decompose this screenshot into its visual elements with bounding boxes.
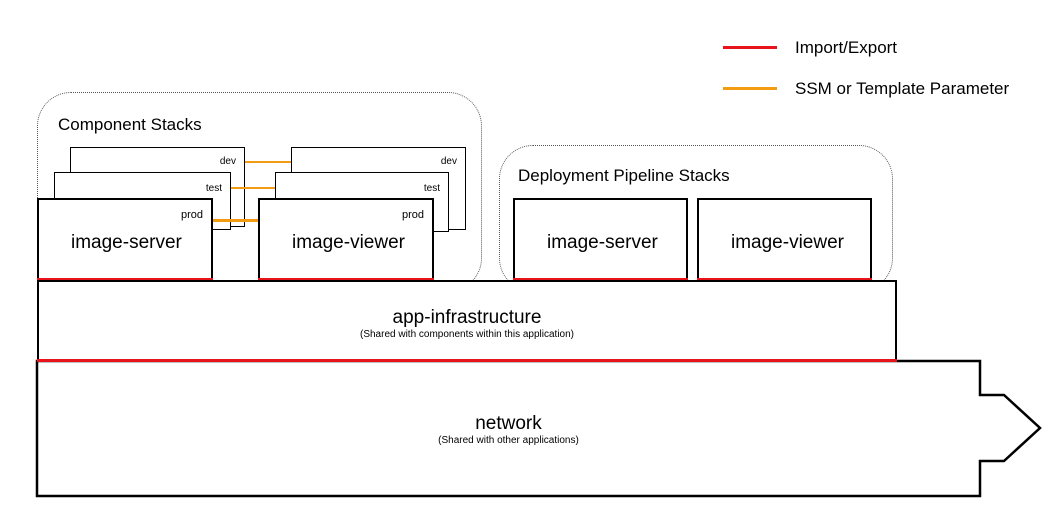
- env-label-test: test: [205, 183, 222, 194]
- network-subtitle: (Shared with other applications): [438, 435, 579, 446]
- env-label-prod: prod: [401, 209, 424, 221]
- import-export-legend-label: Import/Export: [795, 38, 898, 57]
- network-import-export-bar: [37, 359, 897, 362]
- pipeline-image-server-stack: image-server: [513, 198, 688, 281]
- network-title: network: [475, 413, 542, 434]
- ssm-parameter-legend-line: [723, 87, 777, 90]
- image-server-import-export-bar: [37, 278, 213, 281]
- env-label-test: test: [423, 183, 440, 194]
- dev-parameter-connector: [245, 161, 291, 163]
- env-label-dev: dev: [219, 156, 236, 167]
- pipeline-image-server-import-export-bar: [513, 278, 688, 281]
- image-server-label: image-server: [71, 232, 182, 253]
- app-infrastructure-title: app-infrastructure: [392, 307, 542, 328]
- component-stacks-title: Component Stacks: [58, 115, 202, 134]
- import-export-legend-line: [723, 46, 777, 49]
- image-viewer-import-export-bar: [258, 278, 434, 281]
- pipeline-stacks-title: Deployment Pipeline Stacks: [518, 166, 730, 185]
- test-parameter-connector: [231, 187, 275, 189]
- env-label-prod: prod: [180, 209, 203, 221]
- env-label-dev: dev: [440, 156, 457, 167]
- pipeline-image-server-label: image-server: [547, 232, 658, 253]
- pipeline-image-viewer-import-export-bar: [697, 278, 872, 281]
- network-layer: network (Shared with other applications): [37, 361, 980, 496]
- app-infrastructure-layer: app-infrastructure (Shared with componen…: [37, 280, 897, 361]
- ssm-parameter-legend-label: SSM or Template Parameter: [795, 79, 1010, 98]
- app-infrastructure-subtitle: (Shared with components within this appl…: [360, 329, 574, 340]
- pipeline-image-viewer-stack: image-viewer: [697, 198, 872, 281]
- image-viewer-prod-stack: prod image-viewer: [258, 198, 434, 281]
- image-viewer-label: image-viewer: [292, 232, 405, 253]
- pipeline-image-viewer-label: image-viewer: [731, 232, 844, 253]
- prod-parameter-connector: [213, 219, 258, 222]
